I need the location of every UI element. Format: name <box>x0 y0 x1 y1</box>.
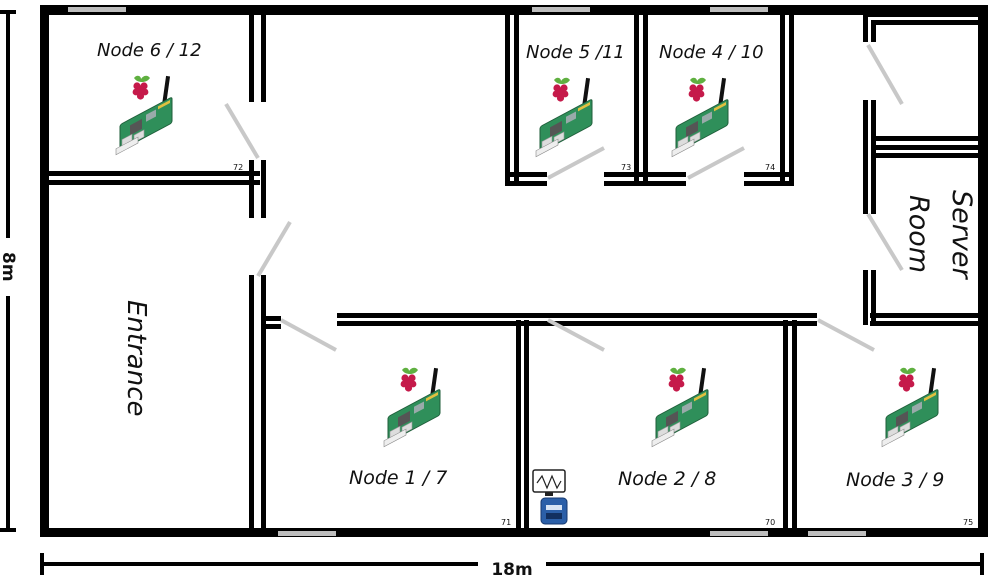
node-labels: Node 6 / 12 Node 5 /11 Node 4 / 10 Node … <box>97 40 977 491</box>
node5-label: Node 5 /11 <box>526 42 625 63</box>
room-number-74: 74 <box>765 163 775 172</box>
node6-label: Node 6 / 12 <box>97 40 202 61</box>
outer-walls <box>40 5 988 537</box>
entrance-label: Entrance <box>121 300 151 417</box>
node2-label: Node 2 / 8 <box>618 468 716 490</box>
sniffer-device-icon <box>532 469 568 525</box>
server-room-label-line2: Room <box>903 195 934 273</box>
dimension-width: 18m <box>40 553 984 578</box>
interior-walls <box>45 12 981 532</box>
room-number-75: 75 <box>963 518 973 527</box>
room-number-71: 71 <box>501 518 511 527</box>
height-label: 8m <box>0 252 18 282</box>
room-number-70: 70 <box>765 518 775 527</box>
node3-label: Node 3 / 9 <box>846 469 944 491</box>
node1-label: Node 1 / 7 <box>349 467 447 489</box>
doors <box>224 44 904 352</box>
room-number-72: 72 <box>233 163 243 172</box>
node4-label: Node 4 / 10 <box>659 42 764 63</box>
dimension-height: 8m <box>0 10 18 532</box>
room-number-73: 73 <box>621 163 631 172</box>
room-numbers: 72 73 74 71 70 75 <box>233 163 973 527</box>
server-room-label-line1: Server <box>946 190 977 280</box>
windows <box>68 7 866 536</box>
width-label: 18m <box>491 560 532 578</box>
